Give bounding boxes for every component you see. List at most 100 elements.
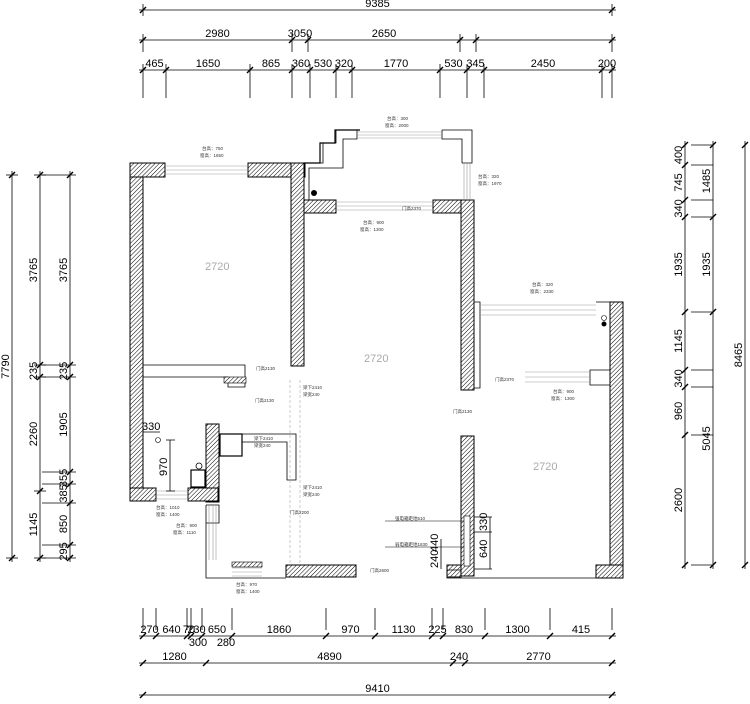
toilet [219,433,243,457]
inner-dimensions: 330 970 330 640 240 440 [142,421,492,570]
dim-bottom-total-label: 9410 [365,683,389,695]
beam-label: 梁下2410 [303,484,323,491]
dim-right-row1-label: 745 [673,173,685,191]
dim-left-total-label: 7790 [0,354,12,378]
dim-tick-mark [461,659,469,667]
dim-tick-mark [228,632,236,640]
wall-right-inner [460,199,475,391]
dim-top-row3-label: 320 [335,58,353,70]
door-height-label: 门高2370 [402,205,422,212]
dim-tick-mark [66,373,74,381]
wall-bath-bottom [187,487,219,502]
dim-right-row1-label: 960 [673,402,685,420]
dim-tick-mark [481,632,489,640]
dim-tick-mark [152,632,160,640]
window [463,163,471,200]
dim-tick-mark [322,632,330,640]
dim-tick-mark [36,373,44,381]
dim-tick-mark [598,66,606,74]
window [480,304,596,316]
window-height-label: 窗高：1650 [200,152,224,159]
dim-bottom-row1-label: 270 [140,624,158,636]
dim-tick-mark [709,141,717,149]
dim-tick-mark [36,361,44,369]
window-height-label: 窗高：1400 [156,511,180,518]
window [336,201,433,211]
dim-bottom-row1-label: 225 [428,624,446,636]
dim-tick-mark [306,66,314,74]
dim-left-row3-label: 295 [58,542,70,560]
dim-right-row1-label: 400 [673,146,685,164]
door-height-label: 门高2130 [256,365,276,372]
dim-tick-mark [139,36,147,44]
wall-bottom-left [129,487,157,502]
dim-top-row2-label: 3050 [288,28,312,40]
window-height-label: 窗高：1400 [236,588,260,595]
beam-label: 梁宽240 [303,391,320,398]
dim-tick-mark [288,36,296,44]
dim-right-row1-label: 340 [673,369,685,387]
window-sill-label: 台高：900 [553,388,575,395]
dim-tick-mark [8,554,16,562]
dim-top-row3-label: 465 [145,58,163,70]
window-sill-label: 台高：900 [363,219,385,226]
dim-bottom-row1-label: 415 [572,624,590,636]
dim-bottom-row1-label: 230 [187,624,205,636]
dim-top-row3-label: 200 [598,58,616,70]
drain-pipe-icon [311,190,317,196]
window [525,371,590,383]
dim-right-row2-label: 5045 [701,426,713,450]
dim-tick-mark [66,361,74,369]
window [165,165,248,175]
dim-bottom-row2-label: 2770 [526,651,550,663]
dim-bottom-row2-label: 1280 [162,651,186,663]
dim-bottom-row1-label: 1300 [505,624,529,636]
dim-bottom-row1-label: 650 [208,624,226,636]
dim-tick-mark [371,632,379,640]
dim-tick-mark [681,196,689,204]
dim-tick-mark [608,691,616,699]
dim-tick-mark [681,213,689,221]
dim-bottom-sub-label: 280 [217,637,235,649]
dim-bottom-sub-label: 300 [189,637,207,649]
wall-left [129,162,144,502]
window-sill-label: 台高：900 [176,522,198,529]
wall-center-vertical [290,162,305,367]
dim-tick-mark [198,632,206,640]
target-icon [155,437,161,443]
drain-pipe-icon [601,315,607,321]
dim-right-row1-label: 340 [673,199,685,217]
dim-tick-mark [187,632,195,640]
dim-bottom-row1-label: 830 [455,624,473,636]
dim-top-row3-label: 2450 [531,58,555,70]
radiator [223,376,247,384]
dim-tick-mark [546,632,554,640]
door-height-label: 门高2130 [255,397,275,404]
dim-tick-mark [608,66,616,74]
dim-tick-mark [246,66,254,74]
dim-label: 640 [478,540,490,558]
dim-tick-mark [709,213,717,221]
dim-label: 440 [429,534,441,552]
level-label: 2720 [364,353,388,365]
dim-top-row3-label: 865 [262,58,280,70]
dim-tick-mark [332,66,340,74]
dim-tick-mark [608,659,616,667]
dim-tick-mark [428,632,436,640]
dim-tick-mark [66,480,74,488]
sink [190,469,206,488]
door-height-label: 门高2130 [453,408,473,415]
dim-label: 240 [429,550,441,568]
dim-tick-mark [472,36,480,44]
walls [129,129,624,579]
window-height-label: 窗高：2000 [385,122,409,129]
annotations: 台高：750 窗高：1650 台高：300 窗高：2000 台高：320 窗高：… [156,115,575,595]
level-markers: 2720 2720 2720 [205,261,557,473]
electric-box-label: 强电箱距地510 [395,515,426,522]
dim-tick-mark [681,308,689,316]
dim-right-row1-label: 2600 [673,488,685,512]
dim-right-total-label: 8465 [733,343,745,367]
dim-top-row3-label: 530 [314,58,332,70]
dim-tick-mark [741,561,749,569]
